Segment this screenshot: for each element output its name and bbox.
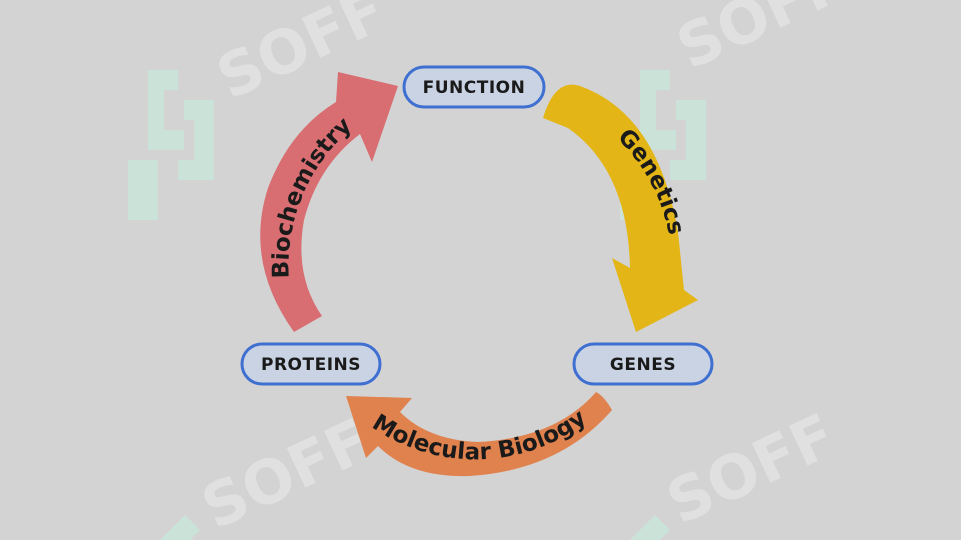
watermark-bottom-left: SOFF [160, 406, 381, 540]
proteins-node: PROTEINS [240, 342, 382, 386]
genetics-arrow-body [543, 84, 698, 332]
genes-node-label: GENES [610, 355, 676, 375]
biochemistry-arrow: Biochemistry [260, 72, 398, 332]
watermark-bottom-right: SOFF [630, 401, 846, 540]
function-node-label: FUNCTION [423, 78, 526, 98]
watermark-text: SOFF [192, 406, 381, 540]
watermark-text: SOFF [667, 0, 856, 84]
watermark-logo-icon [160, 515, 200, 540]
watermark-logo-icon [128, 70, 214, 220]
proteins-node-label: PROTEINS [261, 355, 361, 375]
watermark-logo-icon [630, 515, 670, 540]
genes-node: GENES [572, 342, 714, 386]
biochemistry-arrow-body [260, 72, 398, 332]
molecular-biology-arrow: Molecular Biology [346, 392, 612, 477]
function-node: FUNCTION [402, 65, 546, 109]
molecular-biology-arrow-body [346, 392, 612, 477]
watermark-text: SOFF [657, 401, 846, 539]
